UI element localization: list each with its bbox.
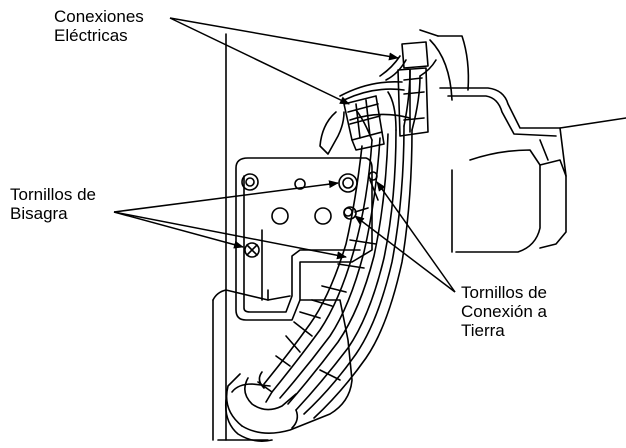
leader-ground-bottom	[354, 215, 456, 293]
leader-electrical-right	[169, 17, 399, 61]
right-bracket	[439, 87, 626, 253]
hinge-plate	[235, 157, 373, 321]
label-electrical-connections: Conexiones Eléctricas	[54, 7, 144, 45]
wire-harness	[263, 125, 413, 429]
electrical-connector-left	[343, 95, 385, 151]
label-ground-screws: Tornillos de Conexión a Tierra	[461, 283, 547, 340]
label-ground-line3: Tierra	[461, 321, 505, 340]
connector-tab	[319, 111, 345, 155]
label-hinge-line2: Bisagra	[10, 204, 68, 223]
leader-hinge-bottom	[113, 211, 244, 249]
label-hinge-line1: Tornillos de	[10, 185, 96, 204]
leader-lines	[113, 17, 456, 293]
electrical-connector-right	[397, 41, 429, 137]
leader-hinge-top	[113, 180, 339, 213]
label-hinge-screws: Tornillos de Bisagra	[10, 185, 96, 223]
label-electrical-line1: Conexiones	[54, 7, 144, 26]
label-ground-line1: Tornillos de	[461, 283, 547, 302]
leader-hinge-middle	[113, 211, 347, 260]
label-ground-line2: Conexión a	[461, 302, 548, 321]
lower-door-housing	[224, 295, 353, 442]
hinge-plate-holes	[241, 173, 358, 258]
wire-grommet	[244, 371, 297, 411]
leader-electrical-left	[169, 17, 350, 105]
leader-ground-top	[376, 181, 456, 293]
cabinet-frame	[212, 33, 269, 441]
label-electrical-line2: Eléctricas	[54, 26, 128, 45]
upper-panel	[419, 29, 470, 101]
ground-screws	[343, 171, 379, 220]
